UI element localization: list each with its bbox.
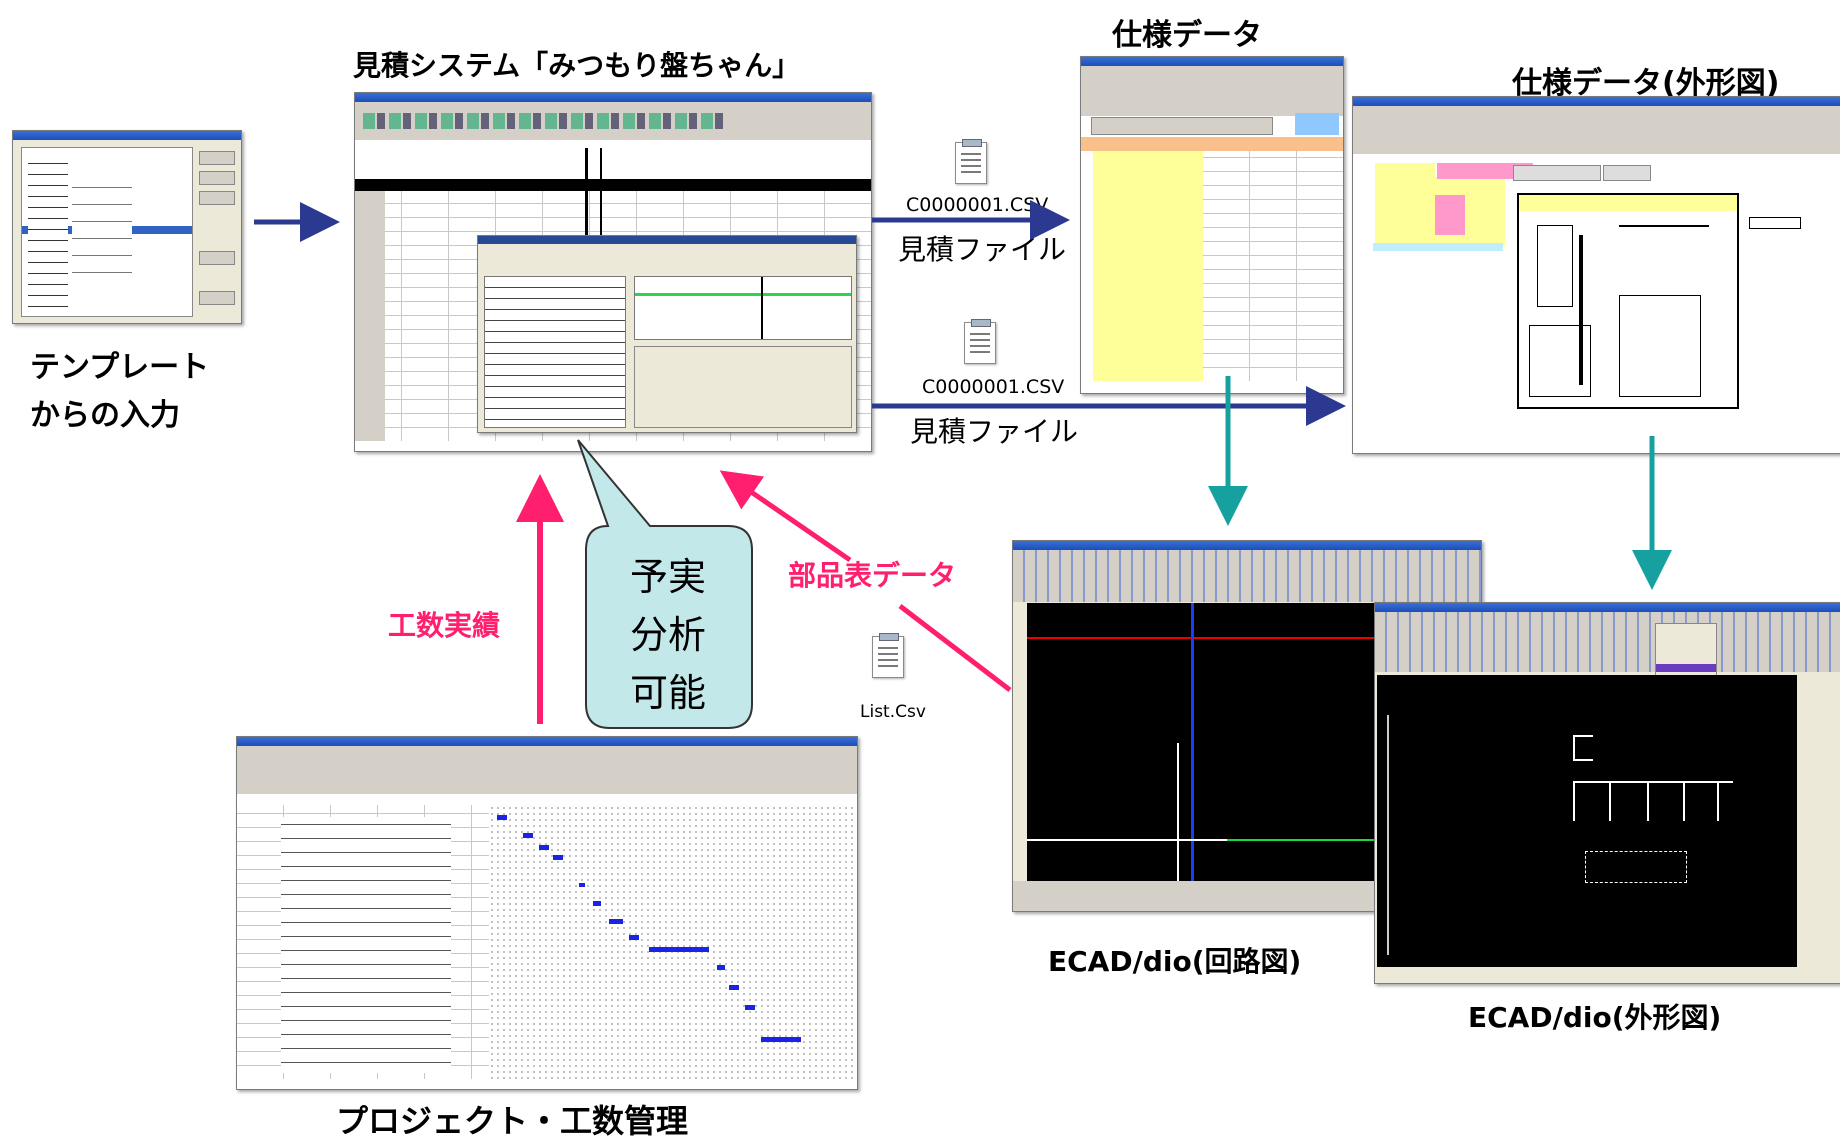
outline-canvas <box>1377 675 1797 967</box>
list-file-name: List.Csv <box>860 702 926 722</box>
gantt-area <box>489 805 857 1079</box>
template-input-window <box>12 130 242 324</box>
list-file-icon <box>872 633 904 678</box>
project-mgmt-title: プロジェクト・工数管理 <box>336 1102 689 1140</box>
spec-outline-window <box>1352 96 1840 454</box>
spec-outline-title: 仕様データ(外形図) <box>1512 66 1780 101</box>
ecad-outline-window <box>1374 602 1840 984</box>
estimate-system-window <box>354 92 872 452</box>
arrow-parts-to-estimate-head <box>719 470 852 563</box>
template-list <box>21 147 193 317</box>
project-window <box>236 736 858 1090</box>
spec-data-title: 仕様データ <box>1112 18 1262 53</box>
ecad-circuit-title: ECAD/dio(回路図) <box>1048 945 1302 978</box>
outline-drawing <box>1517 193 1739 409</box>
callout-line3: 可能 <box>630 671 707 715</box>
parts-list-label: 部品表データ <box>788 559 957 592</box>
callout-line1: 予実 <box>630 555 707 599</box>
csv-file-name-2: C0000001.CSV <box>922 376 1065 398</box>
ecad-outline-title: ECAD/dio(外形図) <box>1468 1001 1722 1034</box>
man-hours-label: 工数実績 <box>388 609 501 642</box>
csv-file-name-1: C0000001.CSV <box>906 194 1049 216</box>
spec-data-window <box>1080 56 1344 394</box>
csv-file-caption-2: 見積ファイル <box>910 415 1079 448</box>
arrow-parts-to-estimate <box>898 604 1012 692</box>
csv-file-icon-2 <box>964 319 996 364</box>
template-label-line2: からの入力 <box>30 398 180 433</box>
template-label-line1: テンプレート <box>30 350 210 385</box>
estimate-system-title: 見積システム「みつもり盤ちゃん」 <box>353 49 801 82</box>
circuit-canvas <box>1027 603 1387 883</box>
callout-line2: 分析 <box>630 613 707 657</box>
csv-file-icon-1 <box>955 139 987 184</box>
analysis-dialog <box>477 235 857 433</box>
